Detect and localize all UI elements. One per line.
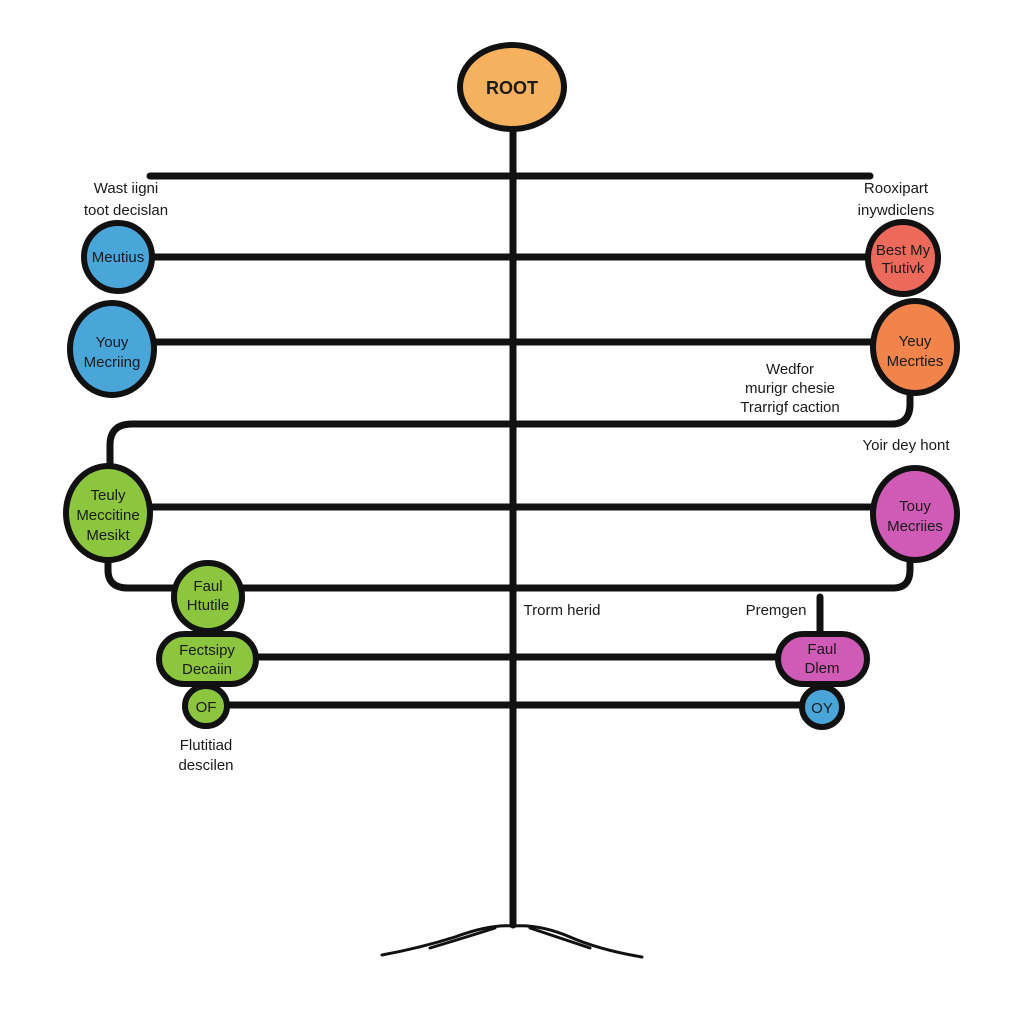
text-line: Youy <box>96 334 129 351</box>
text-line: Htutile <box>187 597 230 614</box>
node-right-5-shape <box>799 684 845 730</box>
text-line: Yeuy <box>899 333 932 350</box>
text-line: Trarrigf caction <box>740 399 839 416</box>
node-right-5-label: OY <box>811 700 833 717</box>
text-line: Mecrties <box>887 353 944 370</box>
text-line: murigr chesie <box>745 380 835 397</box>
text-line: Decaiin <box>182 661 232 678</box>
text-line: Faul <box>193 578 222 595</box>
ground-roots <box>380 924 644 959</box>
text-line: descilen <box>178 757 233 774</box>
label-right-dept: Yoir dey hont <box>862 437 950 454</box>
text-line: Teuly <box>90 487 126 504</box>
branch-row-5-loop <box>104 551 914 592</box>
label-top-left: Wast iigni toot decislan <box>84 180 168 219</box>
node-right-3-shape <box>870 465 960 563</box>
root-label: ROOT <box>486 78 538 98</box>
text-line: Faul <box>807 641 836 658</box>
root-node: ROOT <box>457 42 567 132</box>
text-line: Touy <box>899 498 931 515</box>
text-line: inywdiclens <box>858 202 935 219</box>
node-left-2-shape <box>67 300 157 398</box>
label-top-right: Rooxipart inywdiclens <box>858 180 935 219</box>
node-left-6-shape <box>182 683 230 729</box>
text-line: toot decislan <box>84 202 168 219</box>
text-line: Tiutivk <box>882 260 925 277</box>
text-line: Dlem <box>804 660 839 677</box>
text-line: Wast iigni <box>94 180 158 197</box>
text-line: Mecriing <box>84 354 141 371</box>
text-line: Mesikt <box>86 527 130 544</box>
text-line: Wedfor <box>766 361 814 378</box>
text-line: Meccitine <box>76 507 139 524</box>
text-line: Best My <box>876 242 931 259</box>
node-left-1: Meutius <box>81 220 155 294</box>
node-left-1-label: Meutius <box>92 249 145 266</box>
label-center: Trorm herid <box>524 602 601 619</box>
text-line: OY <box>811 700 833 717</box>
node-left-3-shape <box>63 463 153 563</box>
branch-row-3-loop <box>106 389 914 474</box>
root-node-shape <box>457 42 567 132</box>
text-line: Fectsipy <box>179 642 235 659</box>
node-left-6-label: OF <box>196 699 217 716</box>
node-left-1-shape <box>81 220 155 294</box>
node-right-5: OY <box>799 684 845 730</box>
label-right-lower: Premgen <box>746 602 807 619</box>
text-line: Rooxipart <box>864 180 929 197</box>
text-line: Mecriies <box>887 518 943 535</box>
node-right-2-shape <box>870 298 960 396</box>
label-bottom-left: Flutitiad descilen <box>178 737 233 774</box>
text-line: Meutius <box>92 249 145 266</box>
text-line: OF <box>196 699 217 716</box>
node-right-4-shape <box>775 631 870 687</box>
ground-roots-inner <box>428 926 592 950</box>
text-line: Flutitiad <box>180 737 233 754</box>
node-left-6: OF <box>182 683 230 729</box>
node-right-1-shape <box>865 219 941 297</box>
